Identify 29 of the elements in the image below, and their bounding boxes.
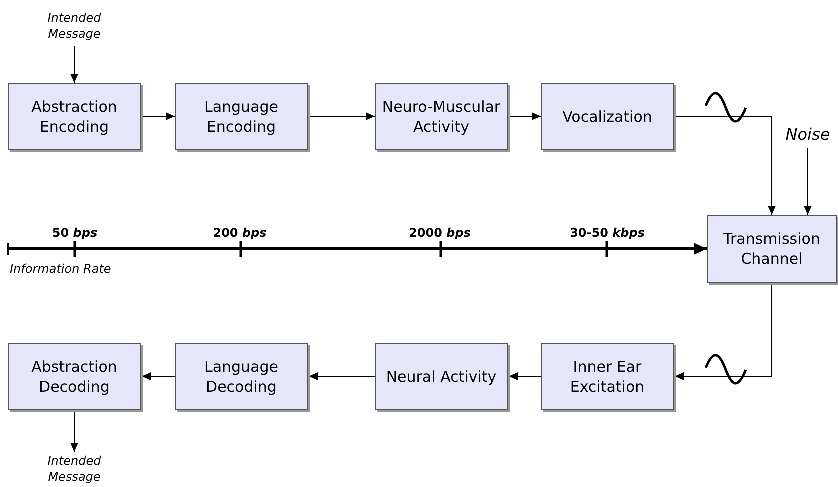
input-label: Intended Message xyxy=(8,452,141,486)
process-box: Neural Activity xyxy=(375,343,508,410)
axis-label: Information Rate xyxy=(10,261,112,278)
arrow xyxy=(142,112,176,120)
process-box: Vocalization xyxy=(541,83,674,150)
process-box: Language Decoding xyxy=(175,343,308,410)
rate-label: 30-50 kbps xyxy=(569,225,646,242)
arrow xyxy=(674,116,776,216)
arrow xyxy=(508,372,542,380)
arrow xyxy=(70,46,78,84)
process-box: Language Encoding xyxy=(175,83,308,150)
rate-label: 50 bps xyxy=(51,225,99,242)
arrow xyxy=(804,148,812,216)
rate-label: 200 bps xyxy=(212,225,268,242)
arrow xyxy=(308,372,376,380)
input-label: Noise xyxy=(780,124,836,146)
rate-label: 2000 bps xyxy=(408,225,472,242)
process-box: Abstraction Encoding xyxy=(8,83,141,150)
process-box: Transmission Channel xyxy=(707,215,837,283)
arrow xyxy=(308,112,376,120)
process-box: Abstraction Decoding xyxy=(8,343,141,410)
arrow xyxy=(674,284,772,380)
information-rate-arrow xyxy=(8,243,707,255)
arrow xyxy=(70,412,78,452)
process-box: Neuro-Muscular Activity xyxy=(375,83,508,150)
input-label: Intended Message xyxy=(8,8,141,44)
arrow xyxy=(142,372,176,380)
arrow xyxy=(508,112,542,120)
process-box: Inner Ear Excitation xyxy=(541,343,674,410)
